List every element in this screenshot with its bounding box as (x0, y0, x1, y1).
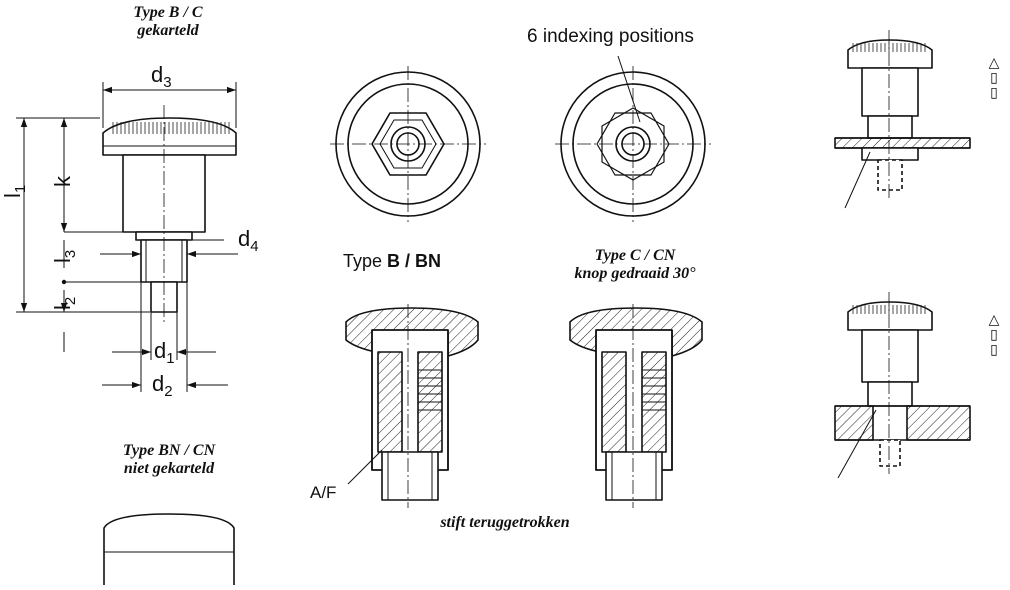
caption-type-c: Type C / CN knop gedraaid 30° (574, 247, 696, 282)
dim-d1 (112, 312, 216, 360)
top-view-type-c (555, 55, 711, 222)
top-view-type-b (330, 66, 486, 222)
caption-type-bc: Type B / C gekarteld (133, 4, 203, 39)
dim-d2 (102, 282, 228, 392)
mounted-view-plate (834, 292, 971, 479)
mounted-view-sheet (834, 30, 971, 209)
label-d3: d3 (151, 62, 172, 91)
side-marks-top: △ ▯ ▯ (988, 54, 1000, 100)
label-af: A/F (310, 483, 337, 502)
label-l3: l3 (50, 249, 79, 263)
label-d1: d1 (154, 338, 175, 367)
label-d2: d2 (152, 371, 173, 400)
dim-d3 (102, 82, 237, 128)
section-view-type-b (345, 304, 479, 508)
plain-knob-view (103, 513, 235, 585)
knurl-band (110, 122, 230, 134)
caption-type-b: Type B / BN (343, 251, 442, 271)
label-l1: l1 (0, 184, 29, 198)
label-k: k (50, 176, 75, 187)
dim-vertical (16, 117, 150, 352)
section-view-type-c (569, 304, 703, 508)
label-l2: l2 (50, 296, 79, 310)
caption-indexing-positions: 6 indexing positions (527, 26, 694, 47)
side-view-plunger (102, 105, 237, 325)
dim-d4 (100, 239, 238, 258)
caption-pin-retracted: stift teruggetrokken (440, 514, 570, 531)
side-marks-bottom: △ ▯ ▯ (988, 311, 1000, 357)
label-d4: d4 (238, 226, 259, 255)
caption-type-bncn: Type BN / CN niet gekarteld (122, 442, 216, 477)
